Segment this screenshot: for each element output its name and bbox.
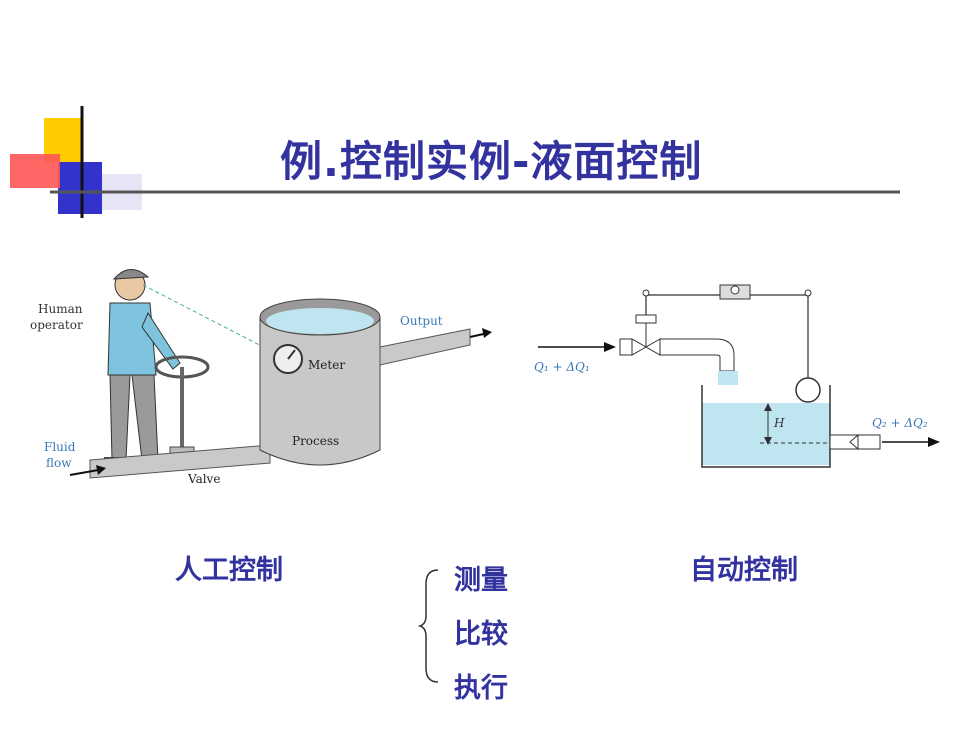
label-process: Process: [292, 434, 339, 448]
sight-line: [142, 284, 276, 354]
tank-water: [702, 403, 830, 465]
caption-manual-control: 人工控制: [175, 555, 283, 586]
label-valve: Valve: [187, 472, 220, 486]
label-operator: operator: [30, 318, 83, 332]
brace: [418, 569, 439, 683]
outflow-arrow: [482, 328, 492, 338]
label-meter: Meter: [308, 358, 345, 372]
red-square: [10, 154, 60, 188]
inlet-pipe: [619, 338, 633, 356]
tank-walls: [701, 385, 831, 468]
valve-actuator: [635, 314, 657, 324]
step-execute: 执行: [454, 673, 508, 704]
outlet-pipe: [379, 328, 471, 366]
label-h: H: [773, 416, 785, 430]
water-surface: [266, 308, 374, 334]
corner-decoration: [10, 106, 900, 218]
label-output: Output: [400, 314, 443, 328]
label-q1: Q₁ + ΔQ₁: [534, 360, 590, 374]
auto-control-diagram: Q₁ + ΔQ₁ H Q₂ + ΔQ₂: [534, 284, 940, 468]
water-stream: [718, 371, 738, 385]
outflow-arrow: [928, 437, 940, 447]
inflow-arrow: [604, 342, 616, 352]
caption-auto-control: 自动控制: [690, 555, 798, 586]
label-flow: flow: [46, 456, 72, 470]
page-title: 例.控制实例-液面控制: [280, 137, 703, 186]
label-q2: Q₂ + ΔQ₂: [872, 416, 928, 430]
float-ball: [795, 377, 821, 403]
step-measure: 测量: [454, 565, 508, 596]
operator-figure: [104, 269, 181, 466]
blue-square: [58, 162, 102, 214]
manual-control-diagram: Human operator Output Meter Process Flui…: [30, 269, 492, 486]
label-fluid: Fluid: [44, 440, 76, 454]
inlet-elbow: [659, 338, 735, 372]
control-valve: [631, 338, 648, 356]
label-human: Human: [38, 302, 83, 316]
step-compare: 比较: [454, 619, 508, 650]
